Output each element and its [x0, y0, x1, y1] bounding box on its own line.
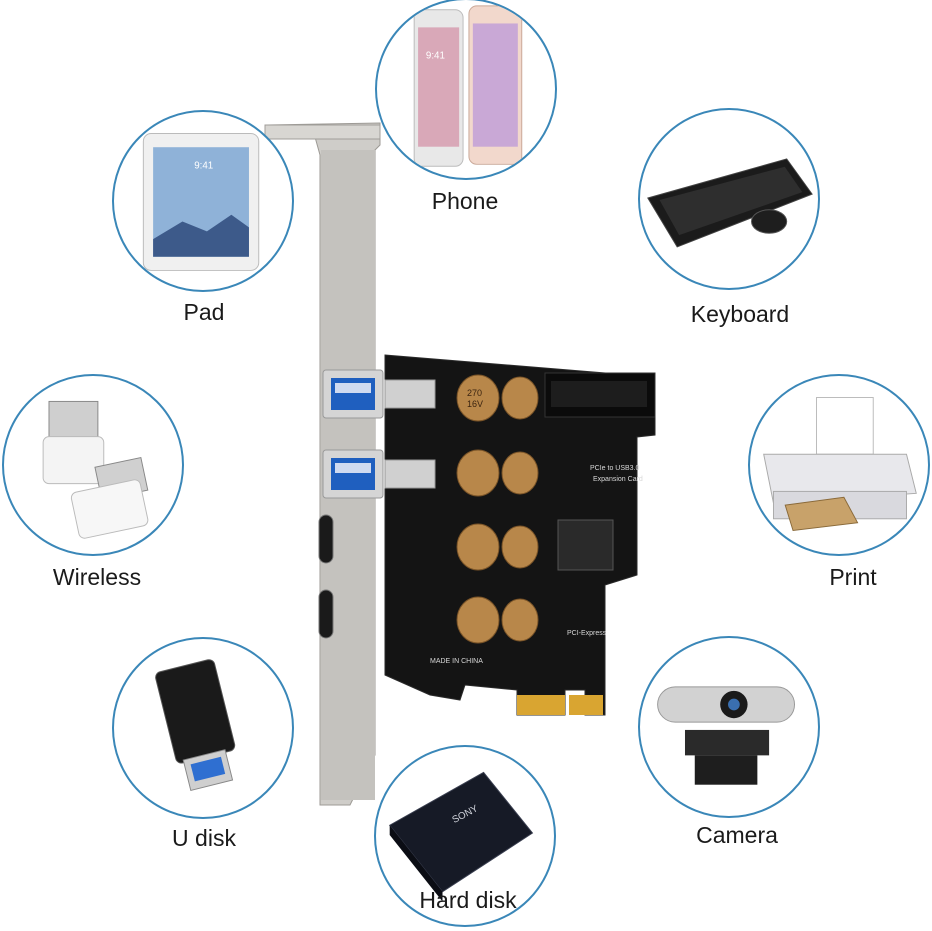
device-label-phone: Phone: [431, 188, 499, 214]
printer-icon: [763, 397, 917, 532]
device-label-print: Print: [829, 564, 877, 590]
cap-voltage-text: 16V: [467, 399, 483, 409]
device-label-keyboard: Keyboard: [690, 301, 790, 327]
phone-time-text: 9:41: [426, 51, 445, 62]
camera-circle: [638, 636, 820, 818]
usb-drive-icon: [155, 659, 236, 792]
pcie-usb-card: 270 16V PCIe to USB3.0 Expansion Card PC…: [255, 115, 675, 815]
pad-circle: 9:41: [112, 110, 294, 292]
pad-time-text: 9:41: [194, 161, 213, 172]
tablet-icon: 9:41: [142, 133, 260, 271]
usb-c-port-2: [318, 589, 334, 639]
made-in-text: MADE IN CHINA: [430, 658, 483, 665]
harddisk-circle: SONY: [374, 745, 556, 927]
wireless-circle: [2, 374, 184, 556]
usb-a-port-2: [322, 449, 436, 499]
phone-icon: 9:41: [413, 5, 523, 167]
device-label-wireless: Wireless: [52, 564, 142, 590]
usb-c-port-1: [318, 514, 334, 564]
webcam-icon: [657, 686, 796, 785]
print-circle: [748, 374, 930, 556]
wifi-adapter-icon: [42, 400, 149, 539]
usb-a-port-1: [322, 369, 436, 419]
pcie-card-illustration: 270 16V PCIe to USB3.0 Expansion Card PC…: [264, 122, 656, 806]
card-title-text: PCIe to USB3.0: [590, 465, 640, 472]
device-label-camera: Camera: [696, 822, 778, 848]
gold-fingers: [517, 695, 603, 715]
device-label-udisk: U disk: [172, 825, 236, 851]
phone-circle: 9:41: [375, 0, 557, 180]
device-label-harddisk: Hard disk: [419, 887, 517, 913]
capacitors: [456, 374, 539, 644]
cap-value-text: 270: [467, 388, 482, 398]
pci-express-text: PCI-Express: [567, 630, 607, 637]
card-subtitle-text: Expansion Card: [593, 476, 643, 483]
device-label-pad: Pad: [183, 299, 225, 325]
udisk-circle: [112, 637, 294, 819]
usb-controller-chip: [557, 519, 614, 571]
keyboard-circle: [638, 108, 820, 290]
keyboard-icon: [647, 158, 813, 248]
hard-disk-icon: SONY: [388, 771, 534, 902]
